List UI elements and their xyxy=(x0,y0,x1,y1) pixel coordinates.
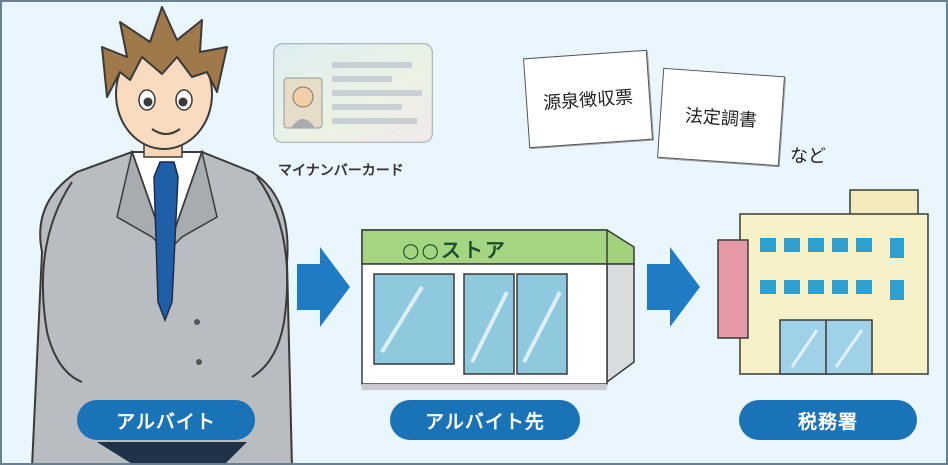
part-timer-label: アルバイト xyxy=(77,400,255,440)
statutory-report-document: 法定調書 xyxy=(657,67,785,167)
store-sign-text: ○○ストア xyxy=(402,238,507,262)
store-illustration xyxy=(361,229,635,390)
etc-label: など xyxy=(790,146,826,167)
mynumber-card-illustration xyxy=(273,43,433,143)
tax-office-illustration xyxy=(717,189,929,375)
person-illustration xyxy=(31,6,293,463)
employer-label: アルバイト先 xyxy=(390,400,580,440)
arrow-icon xyxy=(297,247,350,327)
arrow-icon xyxy=(647,247,700,327)
mynumber-card-caption: マイナンバーカード xyxy=(278,163,404,179)
tax-office-label: 税務署 xyxy=(739,400,917,440)
withholding-slip-document: 源泉徴収票 xyxy=(523,49,653,149)
